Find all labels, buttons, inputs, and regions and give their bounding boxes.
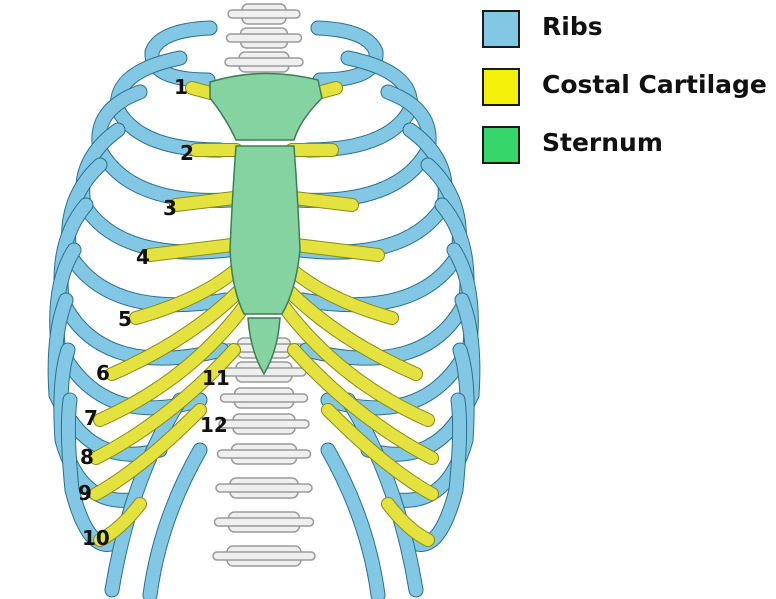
vertebra-process bbox=[227, 9, 301, 19]
rib-12-left bbox=[143, 443, 207, 599]
legend-label-costal-cartilage: Costal Cartilage bbox=[542, 70, 767, 99]
costal-cartilage-3-right bbox=[288, 192, 358, 211]
costal-cartilage-6-left bbox=[106, 284, 246, 380]
vertebra-process bbox=[212, 551, 316, 561]
rib-label-4: 4 bbox=[136, 245, 150, 269]
rib-label-5: 5 bbox=[118, 307, 132, 331]
rib-label-6: 6 bbox=[96, 361, 110, 385]
legend-label-ribs: Ribs bbox=[542, 12, 603, 41]
legend-label-sternum: Sternum bbox=[542, 128, 663, 157]
vertebra-process bbox=[216, 449, 312, 459]
rib-label-11: 11 bbox=[202, 366, 230, 390]
rib-label-3: 3 bbox=[163, 196, 177, 220]
vertebra-process bbox=[213, 517, 315, 527]
costal-cartilage-4-right bbox=[290, 239, 384, 261]
costal-cartilage-8-left bbox=[90, 344, 240, 464]
vertebra-process bbox=[225, 33, 303, 43]
rib-label-8: 8 bbox=[80, 445, 94, 469]
sternum bbox=[209, 72, 323, 376]
costal-cartilage-9-right bbox=[322, 404, 438, 500]
costal-cartilage-10-left bbox=[94, 498, 146, 546]
costal-cartilage-5-right bbox=[286, 264, 398, 324]
vertebra-process bbox=[218, 419, 310, 429]
rib-1-right bbox=[311, 21, 383, 87]
rib-label-12: 12 bbox=[200, 413, 228, 437]
rib-number-labels: 1 2 3 4 5 6 7 8 9 10 11 12 bbox=[78, 75, 230, 550]
legend-item-sternum: Sternum bbox=[482, 126, 776, 168]
costal-cartilage-10-right bbox=[382, 498, 434, 546]
costal-cartilage-7-left bbox=[94, 298, 252, 426]
rib-label-10: 10 bbox=[82, 526, 110, 550]
rib-label-7: 7 bbox=[84, 406, 98, 430]
rib-label-9: 9 bbox=[78, 481, 92, 505]
legend-item-costal-cartilage: Costal Cartilage bbox=[482, 68, 776, 110]
costal-cartilage-8-right bbox=[288, 344, 438, 464]
rib-label-2: 2 bbox=[180, 141, 194, 165]
costal-cartilage-6-right bbox=[282, 284, 422, 380]
costal-cartilage-7-right bbox=[276, 298, 434, 426]
costal-cartilage-9-left bbox=[90, 404, 206, 500]
vertebra-process bbox=[215, 483, 313, 493]
legend-swatch-sternum bbox=[482, 126, 520, 164]
vertebra-process bbox=[224, 57, 304, 67]
legend-swatch-ribs bbox=[482, 10, 520, 48]
legend-swatch-costal-cartilage bbox=[482, 68, 520, 106]
sternum-xiphoid bbox=[247, 317, 281, 376]
rib-1-left bbox=[145, 21, 217, 87]
rib-12-right bbox=[321, 443, 385, 599]
rib-label-1: 1 bbox=[174, 75, 188, 99]
costal-cartilage-3-left bbox=[170, 192, 240, 211]
legend-item-ribs: Ribs bbox=[482, 10, 776, 52]
costal-cartilage-5-left bbox=[130, 264, 242, 324]
vertebra-process bbox=[219, 393, 309, 403]
costal-cartilage-4-left bbox=[144, 239, 238, 261]
sternum-body bbox=[229, 145, 301, 315]
costal-cartilages bbox=[89, 81, 439, 547]
sternum-manubrium bbox=[209, 72, 323, 141]
